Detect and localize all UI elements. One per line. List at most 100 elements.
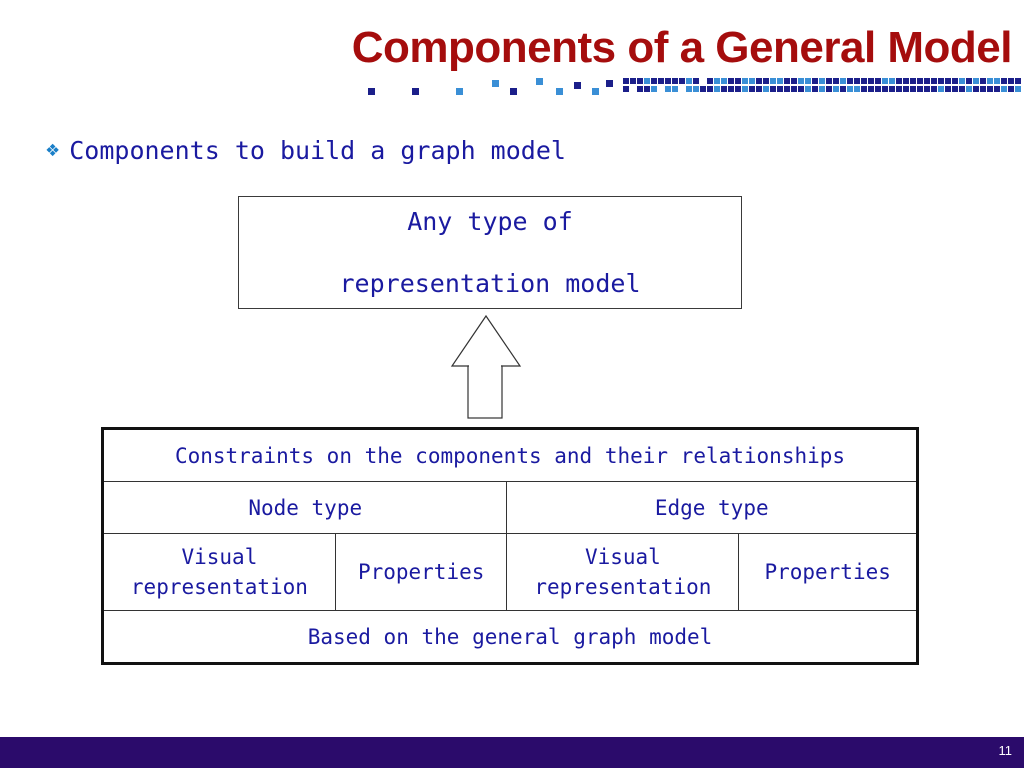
decorative-square: [882, 86, 888, 92]
decorative-square: [875, 86, 881, 92]
representation-model-line2: representation model: [339, 268, 641, 298]
decorative-square: [966, 78, 972, 84]
decorative-square: [847, 78, 853, 84]
decorative-square: [510, 88, 517, 95]
decorative-square: [623, 78, 629, 84]
edge-visual-line1: Visual: [584, 545, 661, 569]
decorative-square: [749, 78, 755, 84]
decorative-square: [840, 86, 846, 92]
decorative-square: [770, 86, 776, 92]
decorative-square: [492, 80, 499, 87]
decorative-square: [840, 78, 846, 84]
decorative-square: [938, 78, 944, 84]
decorative-square: [980, 78, 986, 84]
decorative-square: [714, 86, 720, 92]
decorative-square: [854, 86, 860, 92]
decorative-square: [868, 86, 874, 92]
decorative-square: [945, 86, 951, 92]
decorative-square: [973, 86, 979, 92]
decorative-square: [644, 78, 650, 84]
decorative-square: [651, 78, 657, 84]
decorative-square: [966, 86, 972, 92]
table-row: Based on the general graph model: [102, 610, 918, 664]
decorative-square: [952, 78, 958, 84]
decorative-square: [721, 78, 727, 84]
node-visual-representation-cell: Visual representation: [102, 533, 336, 611]
edge-type-cell: Edge type: [506, 481, 918, 534]
decorative-square: [987, 78, 993, 84]
decorative-square: [805, 86, 811, 92]
decorative-square: [700, 86, 706, 92]
decorative-square: [959, 86, 965, 92]
decorative-square: [536, 78, 543, 85]
decorative-square: [896, 78, 902, 84]
decorative-square: [784, 86, 790, 92]
decorative-square: [931, 86, 937, 92]
representation-model-box: Any type of representation model: [238, 196, 742, 309]
decorative-square: [798, 86, 804, 92]
decorative-square: [707, 78, 713, 84]
decorative-square: [791, 86, 797, 92]
edge-visual-representation-cell: Visual representation: [506, 533, 740, 611]
decorative-square: [931, 78, 937, 84]
decorative-square: [763, 86, 769, 92]
decorative-square: [903, 78, 909, 84]
up-arrow-icon: [450, 314, 522, 419]
decorative-square: [756, 78, 762, 84]
decorative-square: [924, 86, 930, 92]
page-number: 11: [998, 743, 1013, 758]
decorative-square: [742, 78, 748, 84]
decorative-square: [714, 78, 720, 84]
constraints-cell: Constraints on the components and their …: [102, 428, 918, 482]
decorative-square: [784, 78, 790, 84]
node-type-cell: Node type: [101, 481, 508, 534]
node-visual-line1: Visual: [181, 545, 258, 569]
decorative-square: [875, 78, 881, 84]
decorative-square: [917, 78, 923, 84]
decorative-square: [672, 78, 678, 84]
table-row: Node type Edge type: [101, 481, 918, 534]
decorative-square: [1008, 78, 1014, 84]
decorative-square: [665, 78, 671, 84]
decorative-square: [630, 78, 636, 84]
decorative-square: [952, 86, 958, 92]
decorative-square: [756, 86, 762, 92]
decorative-square: [777, 78, 783, 84]
decorative-square: [368, 88, 375, 95]
decorative-square: [1015, 78, 1021, 84]
edge-properties-cell: Properties: [738, 533, 918, 611]
decorative-square: [606, 80, 613, 87]
decorative-square: [574, 82, 581, 89]
decorative-square: [763, 78, 769, 84]
representation-model-line1: Any type of: [407, 206, 573, 236]
decorative-square: [826, 78, 832, 84]
decorative-square: [924, 78, 930, 84]
four-diamond-bullet-icon: ❖: [46, 137, 60, 162]
decorative-square: [980, 86, 986, 92]
decorative-square: [854, 78, 860, 84]
decorative-square: [791, 78, 797, 84]
decorative-square: [672, 86, 678, 92]
decorative-square: [1008, 86, 1014, 92]
decorative-square: [889, 78, 895, 84]
decorative-square: [721, 86, 727, 92]
decorative-square: [798, 78, 804, 84]
bullet-item: ❖ Components to build a graph model: [46, 130, 566, 170]
decorative-square: [637, 86, 643, 92]
table-row: Constraints on the components and their …: [102, 428, 918, 482]
decorative-square: [812, 78, 818, 84]
decorative-square: [679, 78, 685, 84]
decorative-square: [1015, 86, 1021, 92]
decorative-square: [868, 78, 874, 84]
general-graph-model-cell: Based on the general graph model: [102, 610, 918, 664]
decorative-square: [728, 78, 734, 84]
decorative-square: [412, 88, 419, 95]
decorative-square: [833, 86, 839, 92]
table-row: Visual representation Properties Visual …: [102, 533, 918, 611]
decorative-square: [592, 88, 599, 95]
decorative-square: [994, 86, 1000, 92]
decorative-square: [896, 86, 902, 92]
footer-bar: 11: [0, 737, 1024, 768]
decorative-square: [658, 78, 664, 84]
decorative-square: [917, 86, 923, 92]
